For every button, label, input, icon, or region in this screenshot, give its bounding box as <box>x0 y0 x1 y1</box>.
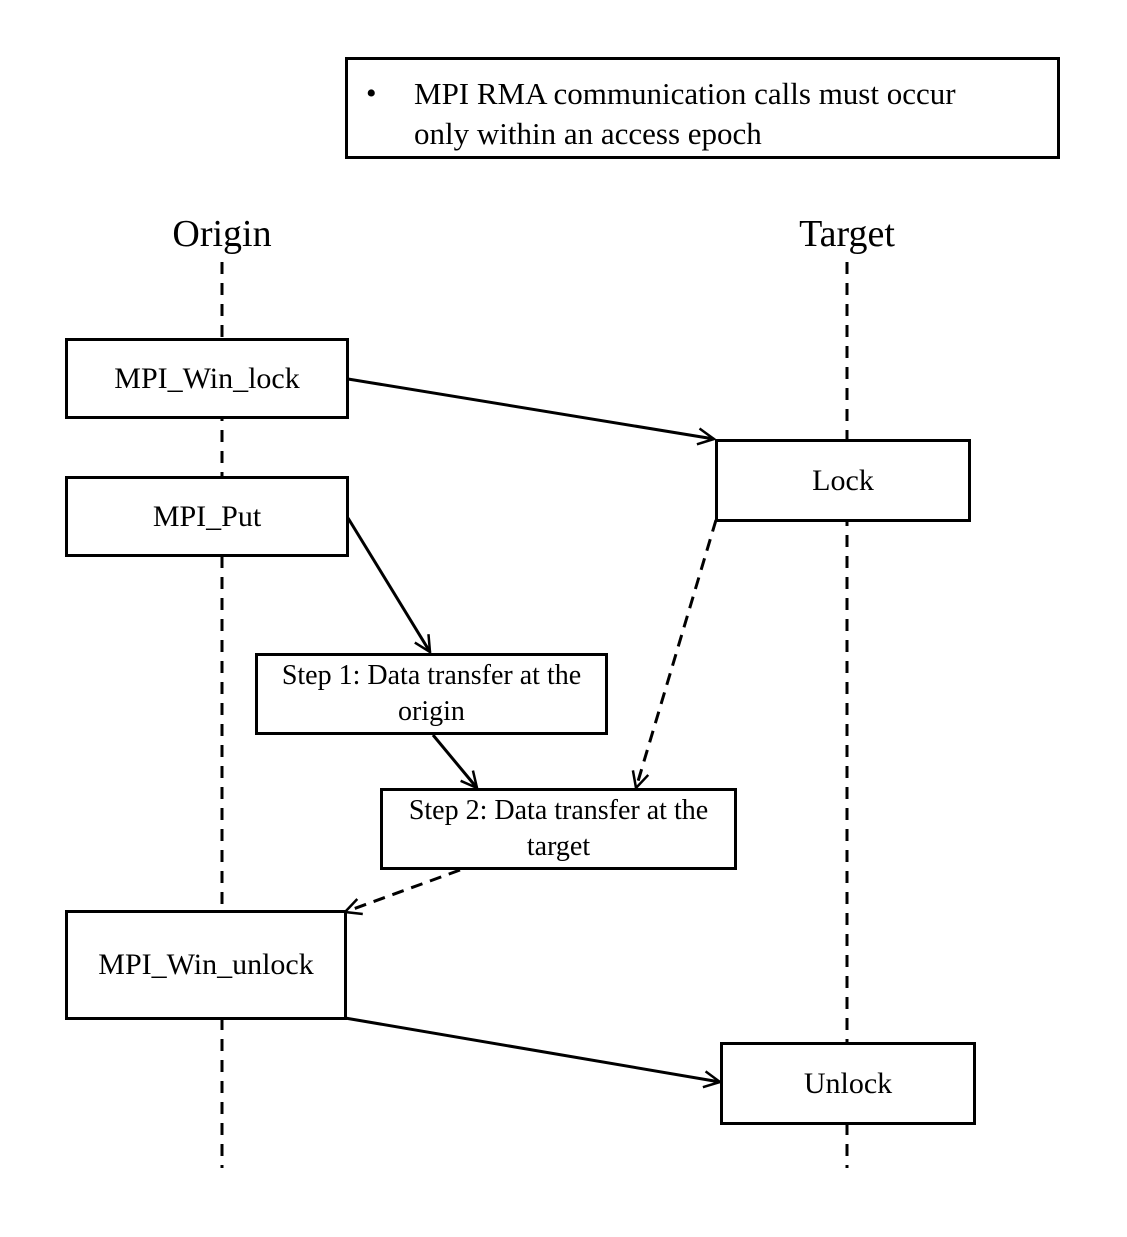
note-box: • MPI RMA communication calls must occur… <box>345 57 1060 159</box>
arrow-win-unlock-to-unlock <box>344 1016 723 1089</box>
lock-box: Lock <box>715 439 971 522</box>
step2-label-line-1: Step 2: Data transfer at the <box>408 795 709 826</box>
note-text-line-1: MPI RMA communication calls must occur <box>414 76 956 111</box>
arrow-win-lock-to-lock <box>347 377 717 446</box>
target-label: Target <box>799 213 895 255</box>
step1-label-line-2: origin <box>398 696 465 727</box>
unlock-label: Unlock <box>803 1066 893 1100</box>
origin-label: Origin <box>172 213 272 255</box>
lock-label: Lock <box>812 463 874 497</box>
mpi-put-label: MPI_Put <box>152 499 262 533</box>
mpi-win-lock-box: MPI_Win_lock <box>65 338 349 419</box>
step2-label: Step 2: Data transfer at the target <box>405 793 712 865</box>
step2-box: Step 2: Data transfer at the target <box>380 788 737 870</box>
step1-box: Step 1: Data transfer at the origin <box>255 653 608 735</box>
unlock-box: Unlock <box>720 1042 976 1125</box>
mpi-win-unlock-label: MPI_Win_unlock <box>98 948 314 981</box>
note-bullet: • <box>366 77 377 110</box>
note-text: MPI RMA communication calls must occur o… <box>414 74 1037 154</box>
mpi-put-box: MPI_Put <box>65 476 349 557</box>
arrow-put-to-step1 <box>346 517 432 655</box>
arrow-step1-to-step2 <box>431 734 479 791</box>
arrow-lock-to-step2 <box>631 519 718 791</box>
mpi-win-lock-label: MPI_Win_lock <box>114 361 300 395</box>
step1-label-line-1: Step 1: Data transfer at the <box>281 660 582 691</box>
arrow-step2-to-win-unlock <box>342 868 461 916</box>
step1-label: Step 1: Data transfer at the origin <box>278 658 585 730</box>
note-text-line-2: only within an access epoch <box>414 116 762 151</box>
step2-label-line-2: target <box>526 831 591 862</box>
mpi-win-unlock-box: MPI_Win_unlock <box>65 910 347 1020</box>
